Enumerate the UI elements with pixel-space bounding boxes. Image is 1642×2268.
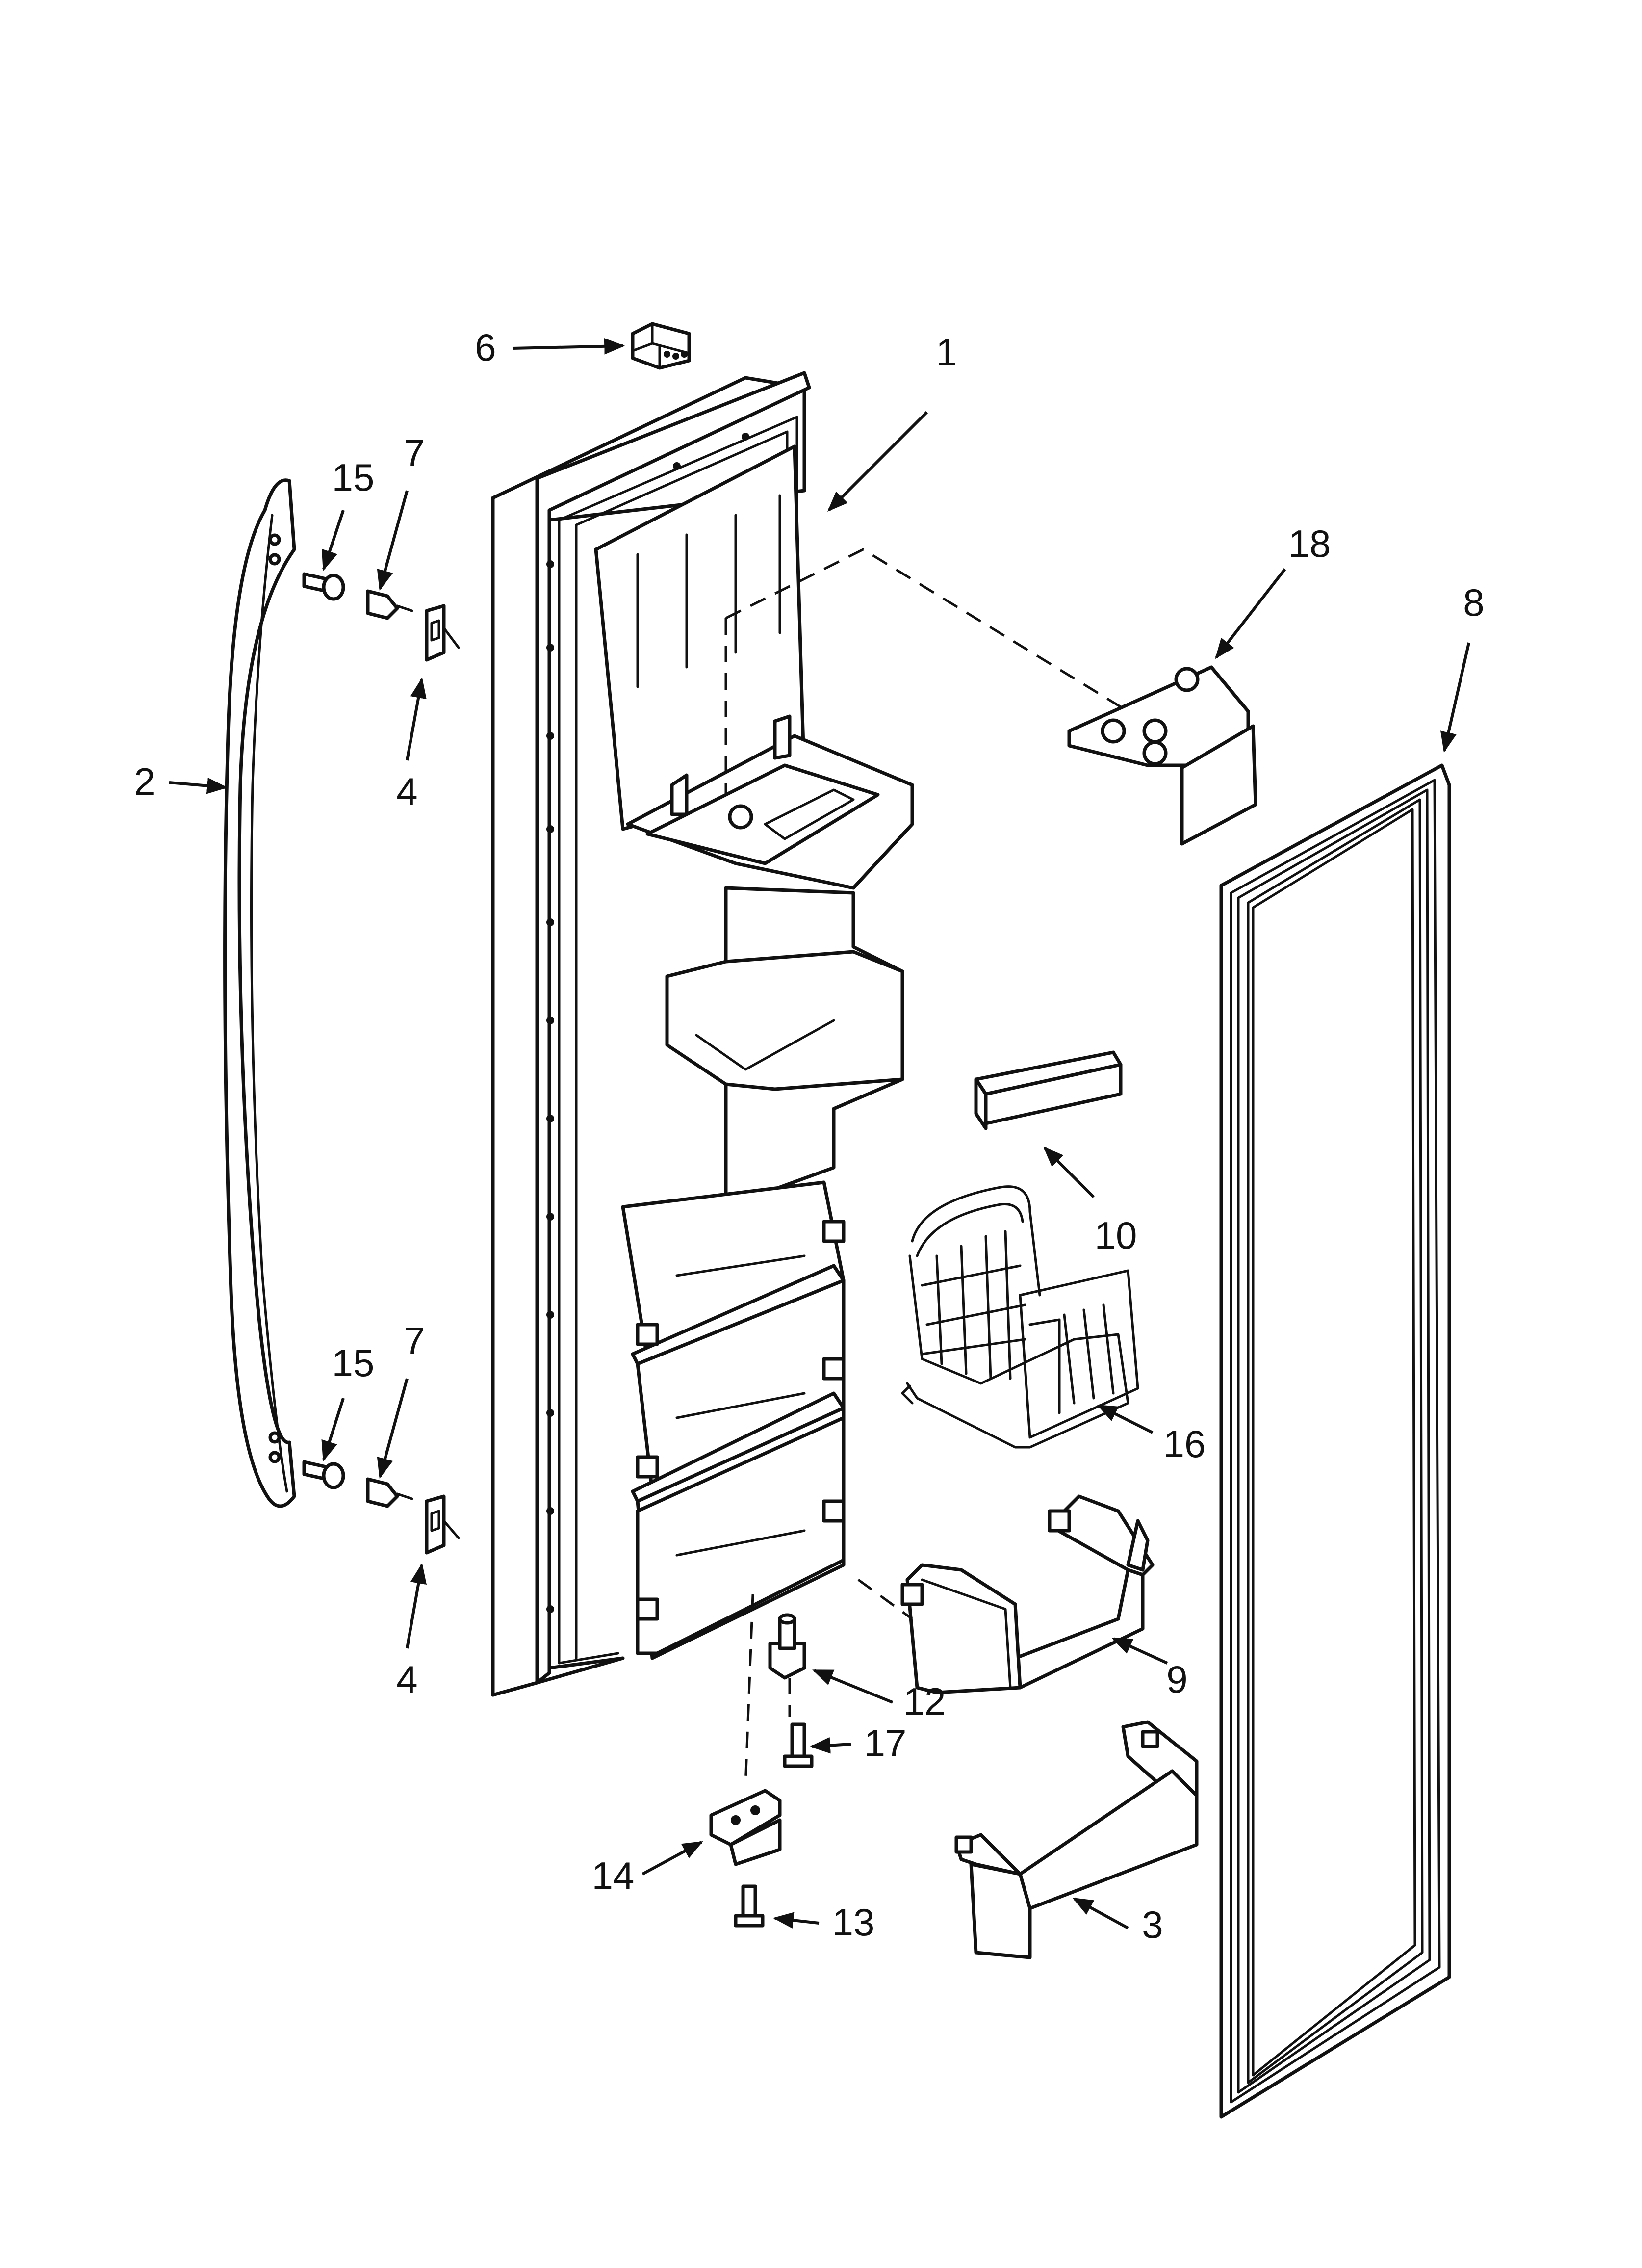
clip-4-top [425,604,460,662]
handle [223,478,296,1508]
callout-4-top: 4 [396,770,417,813]
callout-15-top: 15 [332,456,375,499]
callout-10: 10 [1095,1214,1137,1257]
hinge-14 [709,1789,782,1866]
callout-12: 12 [903,1680,946,1723]
assembly-lines [724,548,1129,1786]
callout-7-bottom: 7 [404,1319,425,1362]
callout-2: 2 [134,760,155,803]
callout-8: 8 [1463,581,1484,624]
callout-18: 18 [1288,522,1331,565]
door-bins [621,1180,846,1660]
callout-14: 14 [592,1854,635,1897]
wire-basket-16 [901,1185,1139,1449]
screw-15-top [302,572,345,601]
screw-15-bottom [302,1460,345,1489]
callout-9: 9 [1166,1658,1187,1701]
screw-13 [734,1884,765,1928]
callout-1: 1 [936,331,957,374]
clip-4-bottom [425,1494,460,1555]
callout-17: 17 [864,1721,907,1765]
callout-16: 16 [1163,1422,1206,1465]
trim-strip-10 [974,1050,1123,1130]
connector-6 [631,322,691,370]
shelf-3 [954,1720,1199,1959]
hinge-pin-12 [768,1613,806,1680]
door-assembly [491,371,914,1697]
callout-labels: 1 2 3 4 4 6 7 7 8 9 10 12 13 14 15 15 16… [134,326,1484,1946]
door-gasket-8 [1219,763,1451,2119]
screw-7-bottom [366,1477,413,1508]
bin-9 [900,1494,1155,1694]
callout-13: 13 [832,1901,875,1944]
callout-3: 3 [1142,1903,1163,1946]
callout-15-bottom: 15 [332,1341,375,1384]
hinge-cover-18 [1067,665,1257,846]
callout-6: 6 [475,326,496,369]
callout-leaders [169,338,1470,1929]
callout-4-bottom: 4 [396,1658,417,1701]
screw-7-top [366,589,413,620]
door-edge-holes [546,433,749,1613]
screw-17 [783,1722,814,1768]
callout-7-top: 7 [404,431,425,474]
